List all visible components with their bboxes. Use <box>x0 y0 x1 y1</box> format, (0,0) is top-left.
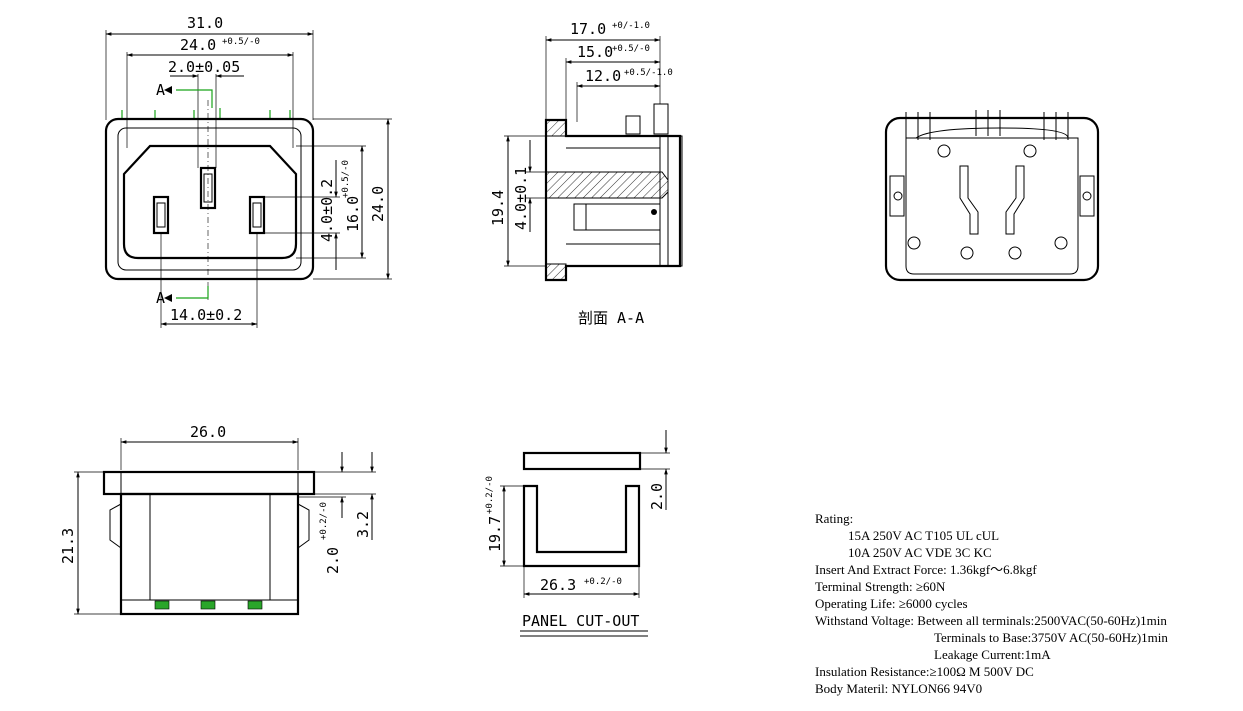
spec-terminal-strength: Terminal Strength: ≥60N <box>815 579 946 594</box>
spec-body-material: Body Materil: NYLON66 94V0 <box>815 681 982 696</box>
spec-insulation: Insulation Resistance:≥100Ω M 500V DC <box>815 664 1034 679</box>
spec-withstand-2: Terminals to Base:3750V AC(50-60Hz)1min <box>934 630 1168 645</box>
dim-side-width: 26.0 <box>190 423 226 441</box>
spec-rating-label: Rating: <box>815 511 853 526</box>
dim-depth-2: 15.0 <box>577 43 613 61</box>
cutout-caption: PANEL CUT-OUT <box>522 612 639 630</box>
dim-cutout-height-tol: +0.2/-0 <box>485 476 495 514</box>
section-caption: 剖面 A-A <box>578 309 644 327</box>
dim-depth-2-tol: +0.5/-0 <box>612 44 650 54</box>
dim-section-height: 19.4 <box>489 190 507 226</box>
dim-cutout-height: 19.7 <box>486 516 504 552</box>
section-view: 17.0 +0/-1.0 15.0 +0.5/-0 12.0 +0.5/-1.0… <box>489 20 683 327</box>
spec-insert-force: Insert And Extract Force: 1.36kgf～6.8kgf <box>815 562 1037 577</box>
dim-depth-1: 17.0 <box>570 20 606 38</box>
dim-height-inner: 16.0 <box>344 196 362 232</box>
dim-side-gap: 2.0 <box>324 547 342 574</box>
section-marker-top: A <box>156 81 165 99</box>
dim-pin-width: 2.0±0.05 <box>168 58 240 76</box>
side-view: 26.0 21.3 3.2 2.0 +0.2/-0 <box>59 423 376 616</box>
front-view: 31.0 24.0 +0.5/-0 2.0±0.05 A 24.0 <box>104 14 392 328</box>
section-marker-bottom: A <box>156 289 165 307</box>
rear-view <box>884 110 1100 282</box>
dim-width-inner: 24.0 <box>180 36 216 54</box>
spec-withstand-3: Leakage Current:1mA <box>934 647 1051 662</box>
dim-depth-3-tol: +0.5/-1.0 <box>624 68 673 78</box>
dim-cutout-width: 26.3 <box>540 576 576 594</box>
dim-side-flange: 3.2 <box>354 511 372 538</box>
dim-height-inner-tol: +0.5/-0 <box>341 160 351 198</box>
spec-withstand-1: Withstand Voltage: Between all terminals… <box>815 613 1167 628</box>
dim-cutout-width-tol: +0.2/-0 <box>584 577 622 587</box>
dim-depth-1-tol: +0/-1.0 <box>612 21 650 31</box>
dim-height-overall: 24.0 <box>369 186 387 222</box>
spec-rating-1: 15A 250V AC T105 UL cUL <box>848 528 999 543</box>
spec-block: Rating: 15A 250V AC T105 UL cUL 10A 250V… <box>815 511 1168 696</box>
dim-section-pin: 4.0±0.1 <box>512 167 530 230</box>
dim-width-inner-tol: +0.5/-0 <box>222 37 260 47</box>
spec-rating-2: 10A 250V AC VDE 3C KC <box>848 545 992 560</box>
dim-pin-height: 4.0±0.2 <box>318 179 336 242</box>
dim-side-height: 21.3 <box>59 528 77 564</box>
dim-depth-3: 12.0 <box>585 67 621 85</box>
dim-pin-spacing: 14.0±0.2 <box>170 306 242 324</box>
spec-operating-life: Operating Life: ≥6000 cycles <box>815 596 968 611</box>
dim-width-overall: 31.0 <box>187 14 223 32</box>
dim-side-gap-tol: +0.2/-0 <box>319 502 329 540</box>
dim-cutout-thickness: 2.0 <box>648 483 666 510</box>
panel-cutout: 2.0 19.7 +0.2/-0 26.3 +0.2/-0 PANEL CUT-… <box>485 430 670 637</box>
